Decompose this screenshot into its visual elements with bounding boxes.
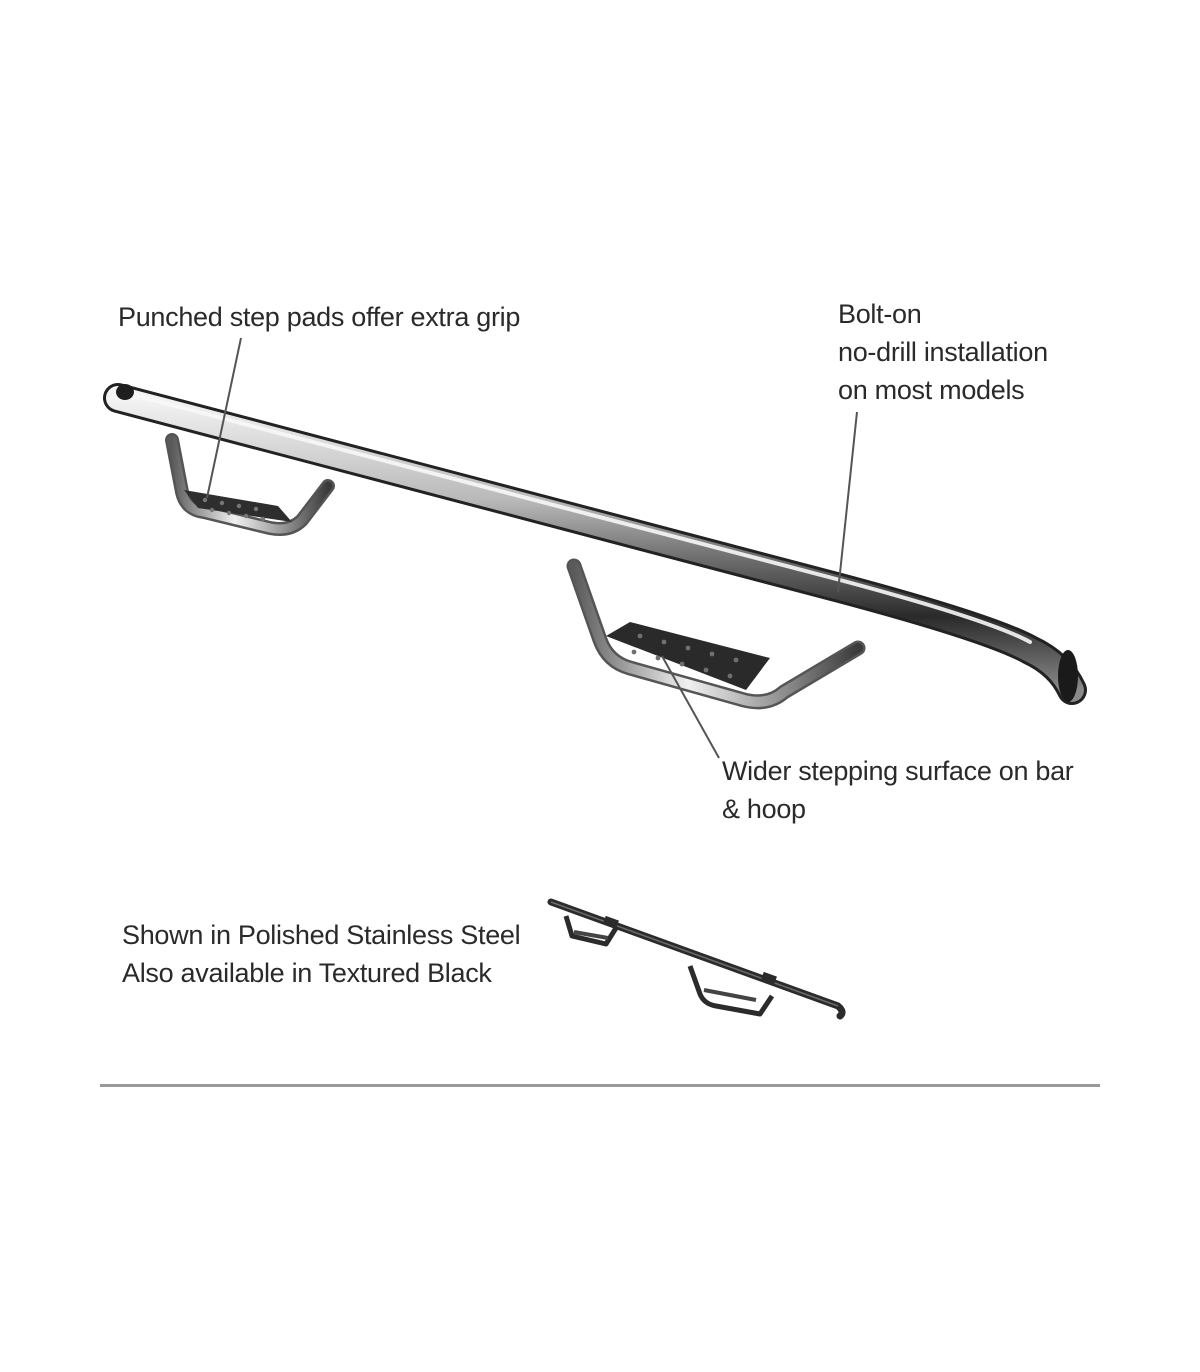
- rear-step-pad: [606, 622, 770, 690]
- leader-line-step-pads: [206, 337, 242, 499]
- nerf-bar-stainless: [103, 383, 1087, 710]
- textured-black-thumbnail: [547, 898, 846, 1020]
- leader-lines: [206, 337, 858, 759]
- callout-bolt-on-line-3: on most models: [838, 375, 1025, 405]
- callout-wider-surface-line-1: Wider stepping surface on bar: [722, 756, 1074, 786]
- callout-wider-surface-line-2: & hoop: [722, 794, 806, 824]
- finish-note: Shown in Polished Stainless Steel Also a…: [122, 916, 521, 992]
- callout-bolt-on-line-1: Bolt-on: [838, 299, 922, 329]
- leader-line-bolt-on: [837, 411, 858, 593]
- main-tube: [103, 383, 1087, 705]
- callout-step-pads: Punched step pads offer extra grip: [118, 298, 520, 336]
- section-divider: [100, 1084, 1100, 1087]
- finish-shown-in: Shown in Polished Stainless Steel: [122, 920, 521, 950]
- rear-end-cap: [1058, 650, 1078, 702]
- callout-bolt-on: Bolt-on no-drill installation on most mo…: [838, 295, 1048, 409]
- callout-step-pads-text: Punched step pads offer extra grip: [118, 302, 521, 332]
- callout-bolt-on-line-2: no-drill installation: [838, 337, 1048, 367]
- front-end-cap: [116, 384, 134, 400]
- callout-wider-surface: Wider stepping surface on bar & hoop: [722, 752, 1074, 828]
- front-step-hoop: [165, 433, 335, 536]
- finish-also-available: Also available in Textured Black: [122, 958, 492, 988]
- leader-line-wider-surface: [661, 655, 720, 759]
- rear-step-hoop: [566, 558, 866, 710]
